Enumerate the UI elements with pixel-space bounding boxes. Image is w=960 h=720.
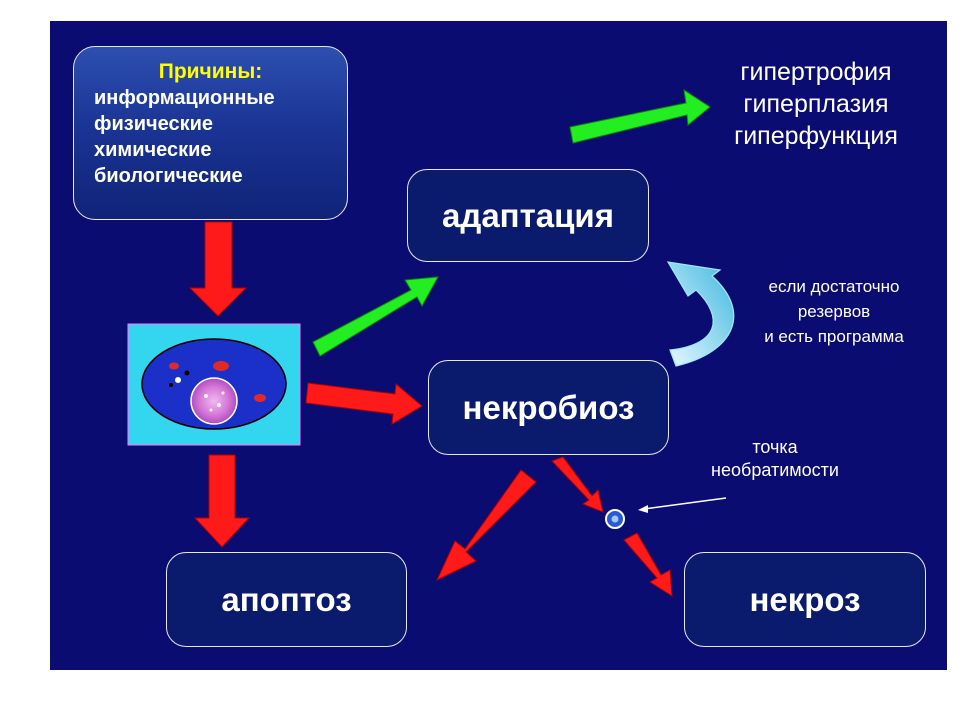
arrow-cell-to-adaptation [312,276,439,357]
arrow-cell-to-necrobiosis [305,382,423,425]
condition-line: если достаточно [768,277,900,296]
arrow-adaptation-to-outcomes [569,88,711,144]
node-necrosis: некроз [684,552,926,647]
cell-illustration [127,323,301,446]
causes-title: Причины: [158,60,263,83]
node-apoptosis: апоптоз [166,552,407,647]
causes-box: Причины: информационные физические химич… [73,46,348,220]
arrow-necrobiosis-to-adaptation [666,261,735,367]
point-of-no-return-label: точка необратимости [690,436,860,482]
node-apoptosis-label: апоптоз [221,580,352,618]
node-necrosis-label: некроз [749,580,861,618]
adaptation-outcomes: гипертрофия гиперплазия гиперфункция [712,56,920,152]
node-necrobiosis-label: некробиоз [462,388,635,426]
cause-item: физические [94,113,214,135]
point-label-line: необратимости [711,460,839,480]
arrow-necrobiosis-to-point [551,456,604,513]
point-label-line: точка [752,437,798,457]
arrow-causes-to-cell [188,221,248,317]
node-adaptation: адаптация [407,169,649,262]
node-necrobiosis: некробиоз [428,360,669,455]
pointer-line [638,497,727,513]
cause-item: информационные [94,87,275,109]
cause-item: биологические [94,165,243,187]
arrow-point-to-necrosis [623,532,673,597]
arrow-necrobiosis-to-apoptosis [435,469,537,582]
point-of-no-return-marker [605,509,625,529]
node-adaptation-label: адаптация [442,196,614,234]
condition-line: и есть программа [764,327,904,346]
cause-item: химические [94,139,212,161]
arrow-cell-to-apoptosis [193,454,251,548]
outcome-item: гиперфункция [734,122,898,150]
condition-line: резервов [797,302,871,321]
reversal-condition: если достаточно резервов и есть программ… [735,274,933,349]
outcome-item: гиперплазия [743,90,889,118]
outcome-item: гипертрофия [740,58,892,86]
